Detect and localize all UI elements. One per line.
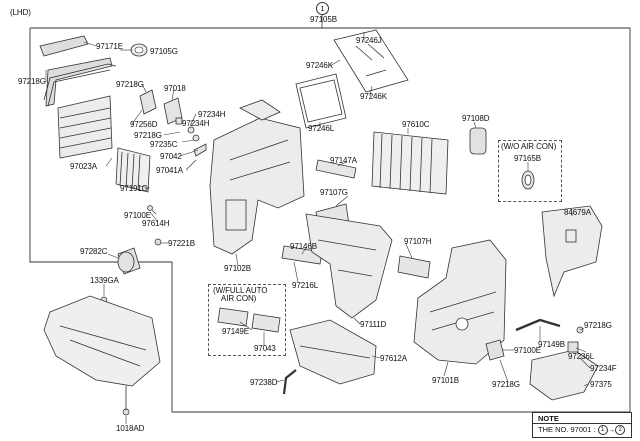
part-1018AD: 1018AD — [116, 424, 145, 433]
part-97612A: 97612A — [380, 354, 407, 363]
part-97107H: 97107H — [404, 237, 432, 246]
part-97147A: 97147A — [330, 156, 357, 165]
callout-circle: 1 — [316, 2, 329, 15]
part-97256D: 97256D — [130, 120, 158, 129]
part-97218G-d: 97218G — [584, 321, 612, 330]
part-97108D: 97108D — [462, 114, 490, 123]
part-97102B: 97102B — [224, 264, 251, 273]
part-97238D: 97238D — [250, 378, 278, 387]
part-97246K-a: 97246K — [306, 61, 333, 70]
part-97042: 97042 — [160, 152, 182, 161]
part-84679A: 84679A — [564, 208, 591, 217]
part-97043: 97043 — [254, 344, 276, 353]
part-97236L: 97236L — [568, 352, 595, 361]
heater-core — [39, 35, 113, 159]
part-97375: 97375 — [590, 380, 612, 389]
case-97101B — [413, 239, 507, 365]
part-97105G: 97105G — [150, 47, 178, 56]
part-97023A: 97023A — [70, 162, 97, 171]
part-97111D: 97111D — [360, 320, 387, 329]
part-97234H-b: 97234H — [182, 119, 210, 128]
note-label: THE NO. 97001 : — [538, 425, 596, 434]
note-circle-from: 1 — [597, 425, 608, 436]
part-97246K-b: 97246K — [360, 92, 387, 101]
part-97610C: 97610C — [402, 120, 430, 129]
leader-lines — [45, 32, 591, 424]
lower-housing — [43, 295, 161, 410]
filter-97191G — [115, 147, 151, 193]
grommet-97165B — [521, 170, 535, 190]
part-97218G-c: 97218G — [134, 131, 162, 140]
block-97108D — [469, 127, 487, 155]
part-97234F: 97234F — [590, 364, 617, 373]
part-97149E: 97149E — [222, 327, 249, 336]
variant-label: (LHD) — [10, 8, 31, 17]
part-97216L: 97216L — [292, 281, 319, 290]
evaporator — [371, 131, 449, 195]
seal-frame — [295, 29, 409, 129]
blower-motor — [117, 247, 141, 275]
drain-hose — [282, 369, 297, 395]
case-97102B — [209, 99, 305, 255]
note-title: NOTE — [538, 414, 559, 423]
part-1339GA: 1339GA — [90, 276, 119, 285]
case-97111D — [305, 213, 393, 319]
assembly-code: 97105B — [310, 15, 337, 24]
part-97282C: 97282C — [80, 247, 108, 256]
part-97218G-b: 97218G — [116, 80, 144, 89]
actuators — [139, 89, 207, 157]
note-circle-to: 2 — [615, 425, 626, 436]
wo-aircon-label: (W/O AIR CON) — [501, 142, 557, 151]
part-97218G-a: 97218G — [18, 77, 46, 86]
note-text: THE NO. 97001 : 1→2 — [538, 425, 626, 436]
hose-97149B — [515, 318, 561, 332]
note-arrow: → — [607, 425, 616, 434]
part-97221B: 97221B — [168, 239, 195, 248]
part-97100E-a: 97100E — [124, 211, 151, 220]
part-97235C: 97235C — [150, 140, 178, 149]
drain-pan — [289, 319, 377, 385]
note-divider — [533, 423, 631, 424]
part-97246L: 97246L — [308, 124, 335, 133]
wfull-auto-label-1: (W/FULL AUTO — [213, 286, 268, 295]
part-97149B: 97149B — [538, 340, 565, 349]
part-97191G: 97191G — [120, 184, 148, 193]
wfull-auto-label-2: AIR CON) — [221, 294, 257, 303]
pipe-set — [43, 63, 117, 107]
part-97234H-a: 97234H — [198, 110, 226, 119]
part-97100E-b: 97100E — [514, 346, 541, 355]
part-97614H: 97614H — [142, 219, 170, 228]
part-97218G-e: 97218G — [492, 380, 520, 389]
part-97171E: 97171E — [96, 42, 123, 51]
small-parts-right — [485, 326, 584, 361]
bracket-84679A — [541, 205, 603, 298]
wo-aircon-box: (W/O AIR CON) — [498, 140, 562, 202]
part-97041A: 97041A — [156, 166, 183, 175]
part-97107G: 97107G — [320, 188, 348, 197]
wfull-auto-box: (W/FULL AUTO AIR CON) — [208, 284, 286, 356]
part-97246J: 97246J — [356, 36, 382, 45]
part-97018: 97018 — [164, 84, 186, 93]
part-97101B: 97101B — [432, 376, 459, 385]
assembly-frame — [29, 27, 631, 413]
part-97165B: 97165B — [514, 154, 541, 163]
note-box: NOTE THE NO. 97001 : 1→2 — [532, 412, 632, 438]
part-97146B: 97146B — [290, 242, 317, 251]
